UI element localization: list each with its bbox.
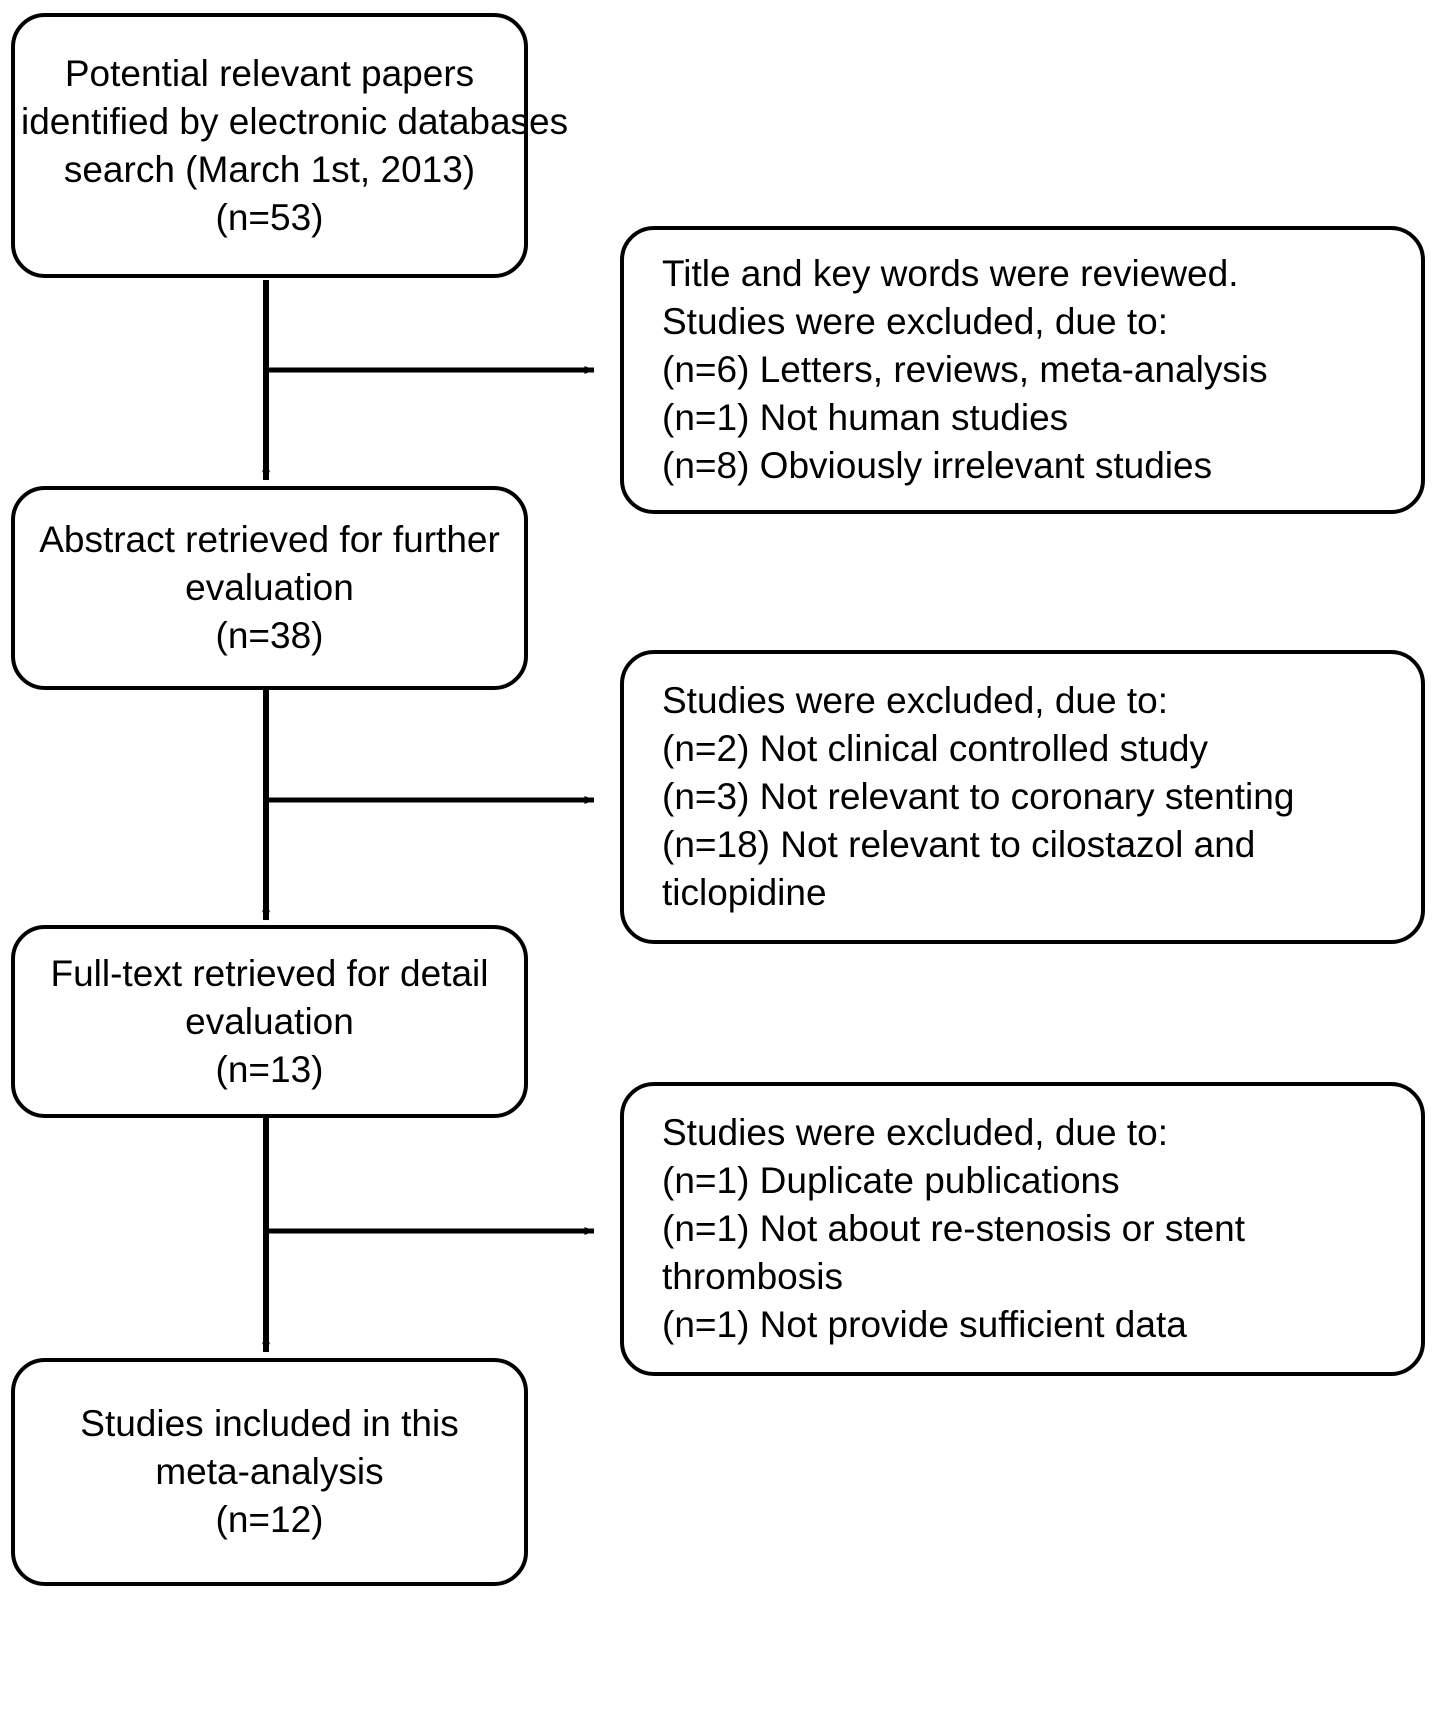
exclusion2-line-3: (n=3) Not relevant to coronary stenting xyxy=(662,776,1295,817)
exclusion2-line-2: (n=2) Not clinical controlled study xyxy=(662,728,1209,769)
exclusion3-line-4: thrombosis xyxy=(662,1256,843,1297)
stage4-line-2: meta-analysis xyxy=(155,1451,384,1492)
exclusion3-line-1: Studies were excluded, due to: xyxy=(662,1112,1168,1153)
stage-box-full-text-retrieved: Full-text retrieved for detail evaluatio… xyxy=(11,925,528,1118)
stage2-line-2: evaluation xyxy=(185,567,354,608)
exclusion3-line-2: (n=1) Duplicate publications xyxy=(662,1160,1120,1201)
exclusion1-line-3: (n=6) Letters, reviews, meta-analysis xyxy=(662,349,1268,390)
exclusion1-line-5: (n=8) Obviously irrelevant studies xyxy=(662,445,1213,486)
stage3-count: (n=13) xyxy=(215,1048,324,1090)
exclusion3-line-3: (n=1) Not about re-stenosis or stent xyxy=(662,1208,1246,1249)
exclusion-box-abstract-stage: Studies were excluded, due to: (n=2) Not… xyxy=(620,650,1425,944)
exclusion-box-fulltext-stage: Studies were excluded, due to: (n=1) Dup… xyxy=(620,1082,1425,1376)
exclusion3-line-5: (n=1) Not provide sufficient data xyxy=(662,1304,1187,1345)
exclusion1-line-4: (n=1) Not human studies xyxy=(662,397,1069,438)
exclusion-box-title-keyword: Title and key words were reviewed. Studi… xyxy=(620,226,1425,514)
stage1-line-2: identified by electronic databases xyxy=(21,100,569,142)
stage3-line-2: evaluation xyxy=(185,1000,354,1042)
stage1-count: (n=53) xyxy=(215,196,324,238)
stage2-line-1: Abstract retrieved for further xyxy=(39,519,500,560)
exclusion2-line-4: (n=18) Not relevant to cilostazol and xyxy=(662,824,1256,865)
stage4-line-1: Studies included in this xyxy=(80,1403,459,1444)
stage-box-abstract-retrieved: Abstract retrieved for further evaluatio… xyxy=(11,486,528,690)
stage3-line-1: Full-text retrieved for detail xyxy=(50,952,489,994)
exclusion1-line-2: Studies were excluded, due to: xyxy=(662,301,1168,342)
stage-box-studies-included: Studies included in this meta-analysis (… xyxy=(11,1358,528,1586)
stage4-count: (n=12) xyxy=(215,1499,324,1540)
stage-box-potential-relevant-papers: Potential relevant papers identified by … xyxy=(11,13,569,278)
stage1-line-3: search (March 1st, 2013) xyxy=(63,148,476,190)
exclusion1-line-1: Title and key words were reviewed. xyxy=(662,253,1239,294)
stage1-line-1: Potential relevant papers xyxy=(64,52,475,94)
exclusion2-line-5: ticlopidine xyxy=(662,872,827,913)
stage2-count: (n=38) xyxy=(215,615,324,656)
exclusion2-line-1: Studies were excluded, due to: xyxy=(662,680,1168,721)
